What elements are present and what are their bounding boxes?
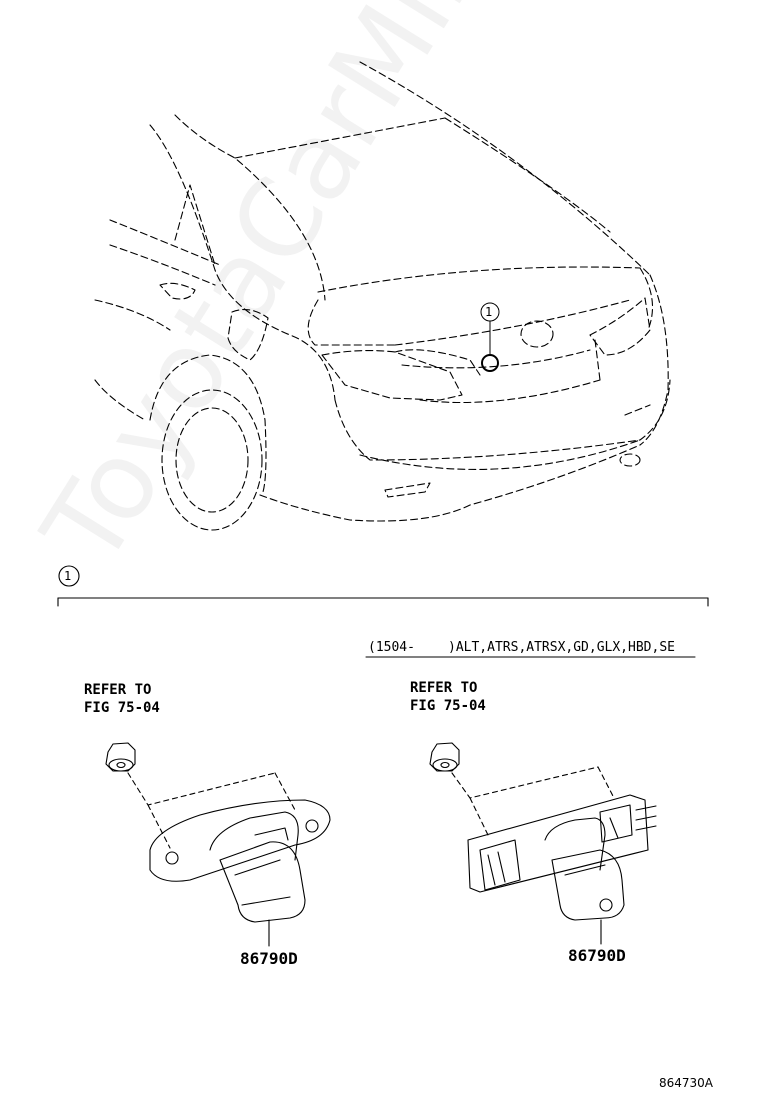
right-refer-fig: FIG 75-04 [410, 698, 486, 714]
left-refer-fig: FIG 75-04 [84, 700, 160, 716]
condition-prefix: (1504- [368, 640, 415, 655]
left-refer-label: REFER TO [84, 682, 152, 698]
left-camera-illustration [105, 742, 331, 947]
condition-suffix: )ALT,ATRS,ATRSX,GD,GLX,HBD,SE [448, 640, 675, 655]
left-part-number: 86790D [240, 949, 298, 968]
right-refer-label: REFER TO [410, 680, 478, 696]
right-camera-illustration [429, 742, 657, 945]
section-number: 1 [64, 569, 72, 583]
figure-code: 864730A [659, 1076, 714, 1090]
right-part-number: 86790D [568, 946, 626, 965]
car-rear-illustration [94, 61, 671, 531]
callout-number: 1 [485, 305, 493, 319]
